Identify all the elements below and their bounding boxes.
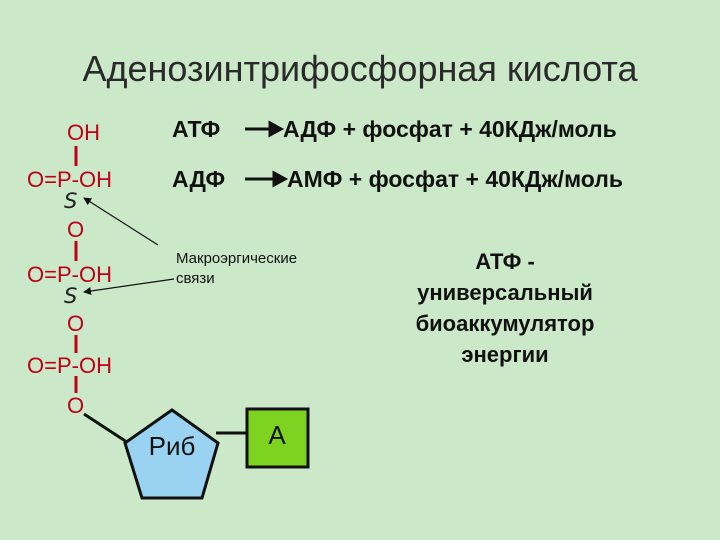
bridging-oxygen-2: O <box>67 311 85 336</box>
equation-2-right: АМФ + фосфат + 40КДж/моль <box>287 166 624 192</box>
oxygen-ribose-bond <box>83 412 134 448</box>
bridging-oxygen-3: O <box>67 393 85 418</box>
statement-line-4: энергии <box>461 342 549 367</box>
ribose-label: Риб <box>149 431 196 461</box>
phosphate-group-2: O=P-OH <box>27 262 112 287</box>
phosphate-group-3: O=P-OH <box>27 353 112 378</box>
reaction-arrow-1-head <box>268 120 285 138</box>
pointer-arrow-bond-2 <box>83 278 175 295</box>
bond-label-line-1: Макроэргические <box>176 250 298 267</box>
phosphate-group-1: O=P-OH <box>27 167 112 192</box>
statement-line-1: АТФ - <box>475 249 535 274</box>
reaction-arrow-2-head <box>272 170 289 188</box>
macroergic-bond-2: S <box>64 284 78 308</box>
adenine-box <box>245 407 310 469</box>
hydroxyl-top: OH <box>67 120 100 145</box>
pointer-arrow-bond-1 <box>83 197 159 246</box>
ribose-pentagon <box>123 408 220 500</box>
statement-line-3: биоаккумулятор <box>415 311 595 336</box>
bond-label-line-2: связи <box>176 270 215 287</box>
statement-line-2: универсальный <box>417 280 593 305</box>
equation-1-left: АТФ <box>172 116 221 142</box>
equation-1-right: АДФ + фосфат + 40КДж/моль <box>283 116 617 142</box>
bridging-oxygen-1: O <box>67 217 85 242</box>
page-title: Аденозинтрифосфорная кислота <box>82 48 638 89</box>
reaction-arrows <box>245 120 289 188</box>
adenine-label: A <box>268 420 286 450</box>
macroergic-bond-1: S <box>64 189 78 213</box>
equation-2-left: АДФ <box>172 166 226 192</box>
